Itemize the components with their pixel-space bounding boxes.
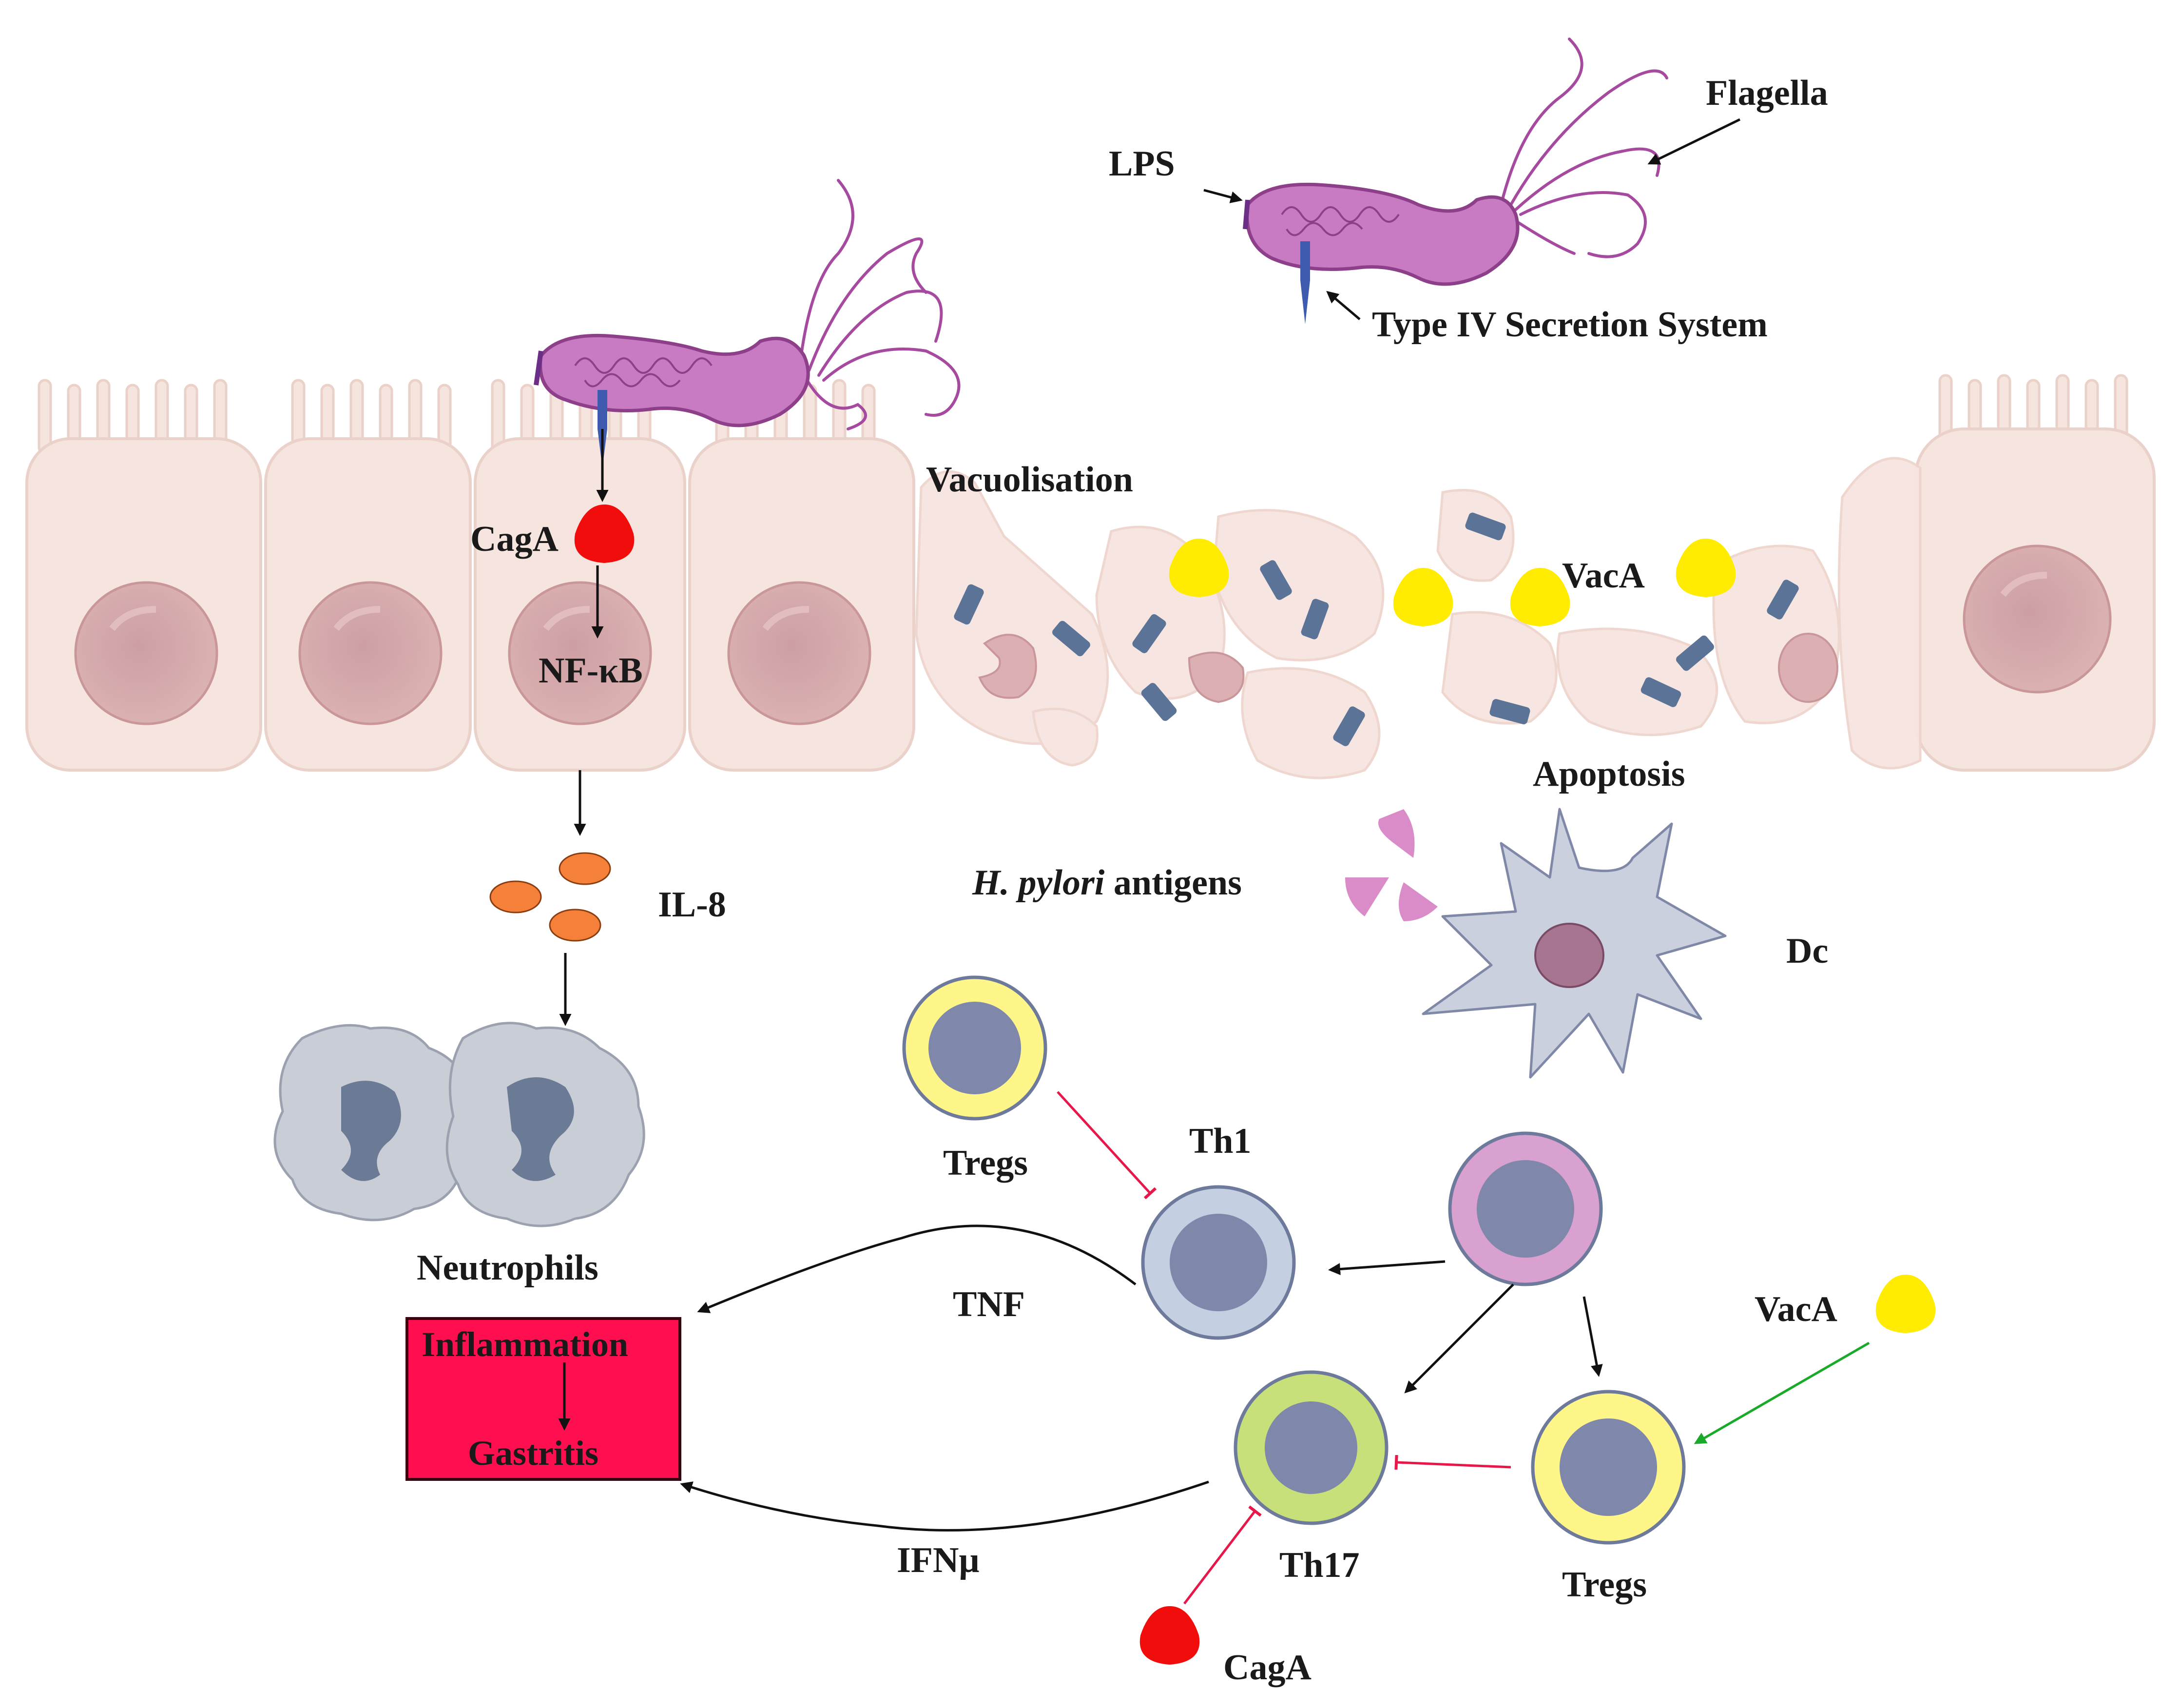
label-tregs-top: Tregs [943,1143,1028,1183]
treg-cell-top [902,975,1047,1121]
inflammation-gastritis-box [405,1317,681,1481]
label-caga-top: CagA [470,519,559,559]
dendritic-cell-nucleus [1534,923,1604,988]
vaca-molecules [1169,539,1936,1333]
damaged-nuclei [978,633,1838,703]
caga-molecule-bottom [1139,1606,1200,1665]
inhibition-lines [1057,1091,1511,1605]
label-t4ss: Type IV Secretion System [1372,305,1768,345]
label-inflammation: Inflammation [422,1325,628,1364]
label-tregs-bottom: Tregs [1562,1565,1647,1605]
dendritic-cell [1422,808,1727,1079]
label-nfkb: NF-κB [539,651,643,691]
label-neutrophils: Neutrophils [417,1248,598,1288]
label-tnf: TNF [953,1284,1025,1324]
il8-molecules [489,852,611,942]
neutrophils [273,1022,645,1227]
label-th17: Th17 [1279,1545,1360,1585]
label-dc: Dc [1786,931,1828,971]
th1-cell [1141,1185,1296,1340]
label-antigens: antigens [1104,863,1242,903]
label-vaca-mid: VacA [1562,556,1645,596]
label-lps: LPS [1109,144,1175,184]
precursor-t-cell [1448,1131,1603,1286]
damaged-epithelium [915,457,1922,779]
epithelium [25,374,2156,779]
arrows [558,118,1741,1532]
label-h-pylori-italic: H. pylori [972,863,1105,903]
th17-cell [1234,1370,1389,1525]
cell-nuclei [74,544,2112,725]
label-th1: Th1 [1189,1121,1252,1161]
label-apoptosis: Apoptosis [1533,754,1685,794]
vacuoles [954,512,1799,746]
vaca-activation-arrow [1694,1341,1870,1444]
label-h-pylori-antigens: H. pylori antigens [972,863,1242,903]
label-caga-bottom: CagA [1223,1648,1312,1688]
label-vacuolisation: Vacuolisation [926,460,1133,500]
label-flagella: Flagella [1706,73,1828,113]
h-pylori-bacterium-attached [534,179,961,468]
h-pylori-bacterium-free [1243,38,1668,324]
label-ifn: IFNμ [897,1540,979,1580]
treg-cell-bottom [1531,1390,1686,1545]
label-gastritis: Gastritis [468,1434,598,1473]
h-pylori-antigens [1345,809,1438,921]
nucleus-highlights [109,572,2047,631]
bacterium-body [1245,182,1520,286]
caga-molecule-top [574,505,635,563]
t4ss-needle [1300,241,1310,324]
label-il8: IL-8 [658,885,726,925]
label-vaca-right: VacA [1755,1289,1837,1329]
